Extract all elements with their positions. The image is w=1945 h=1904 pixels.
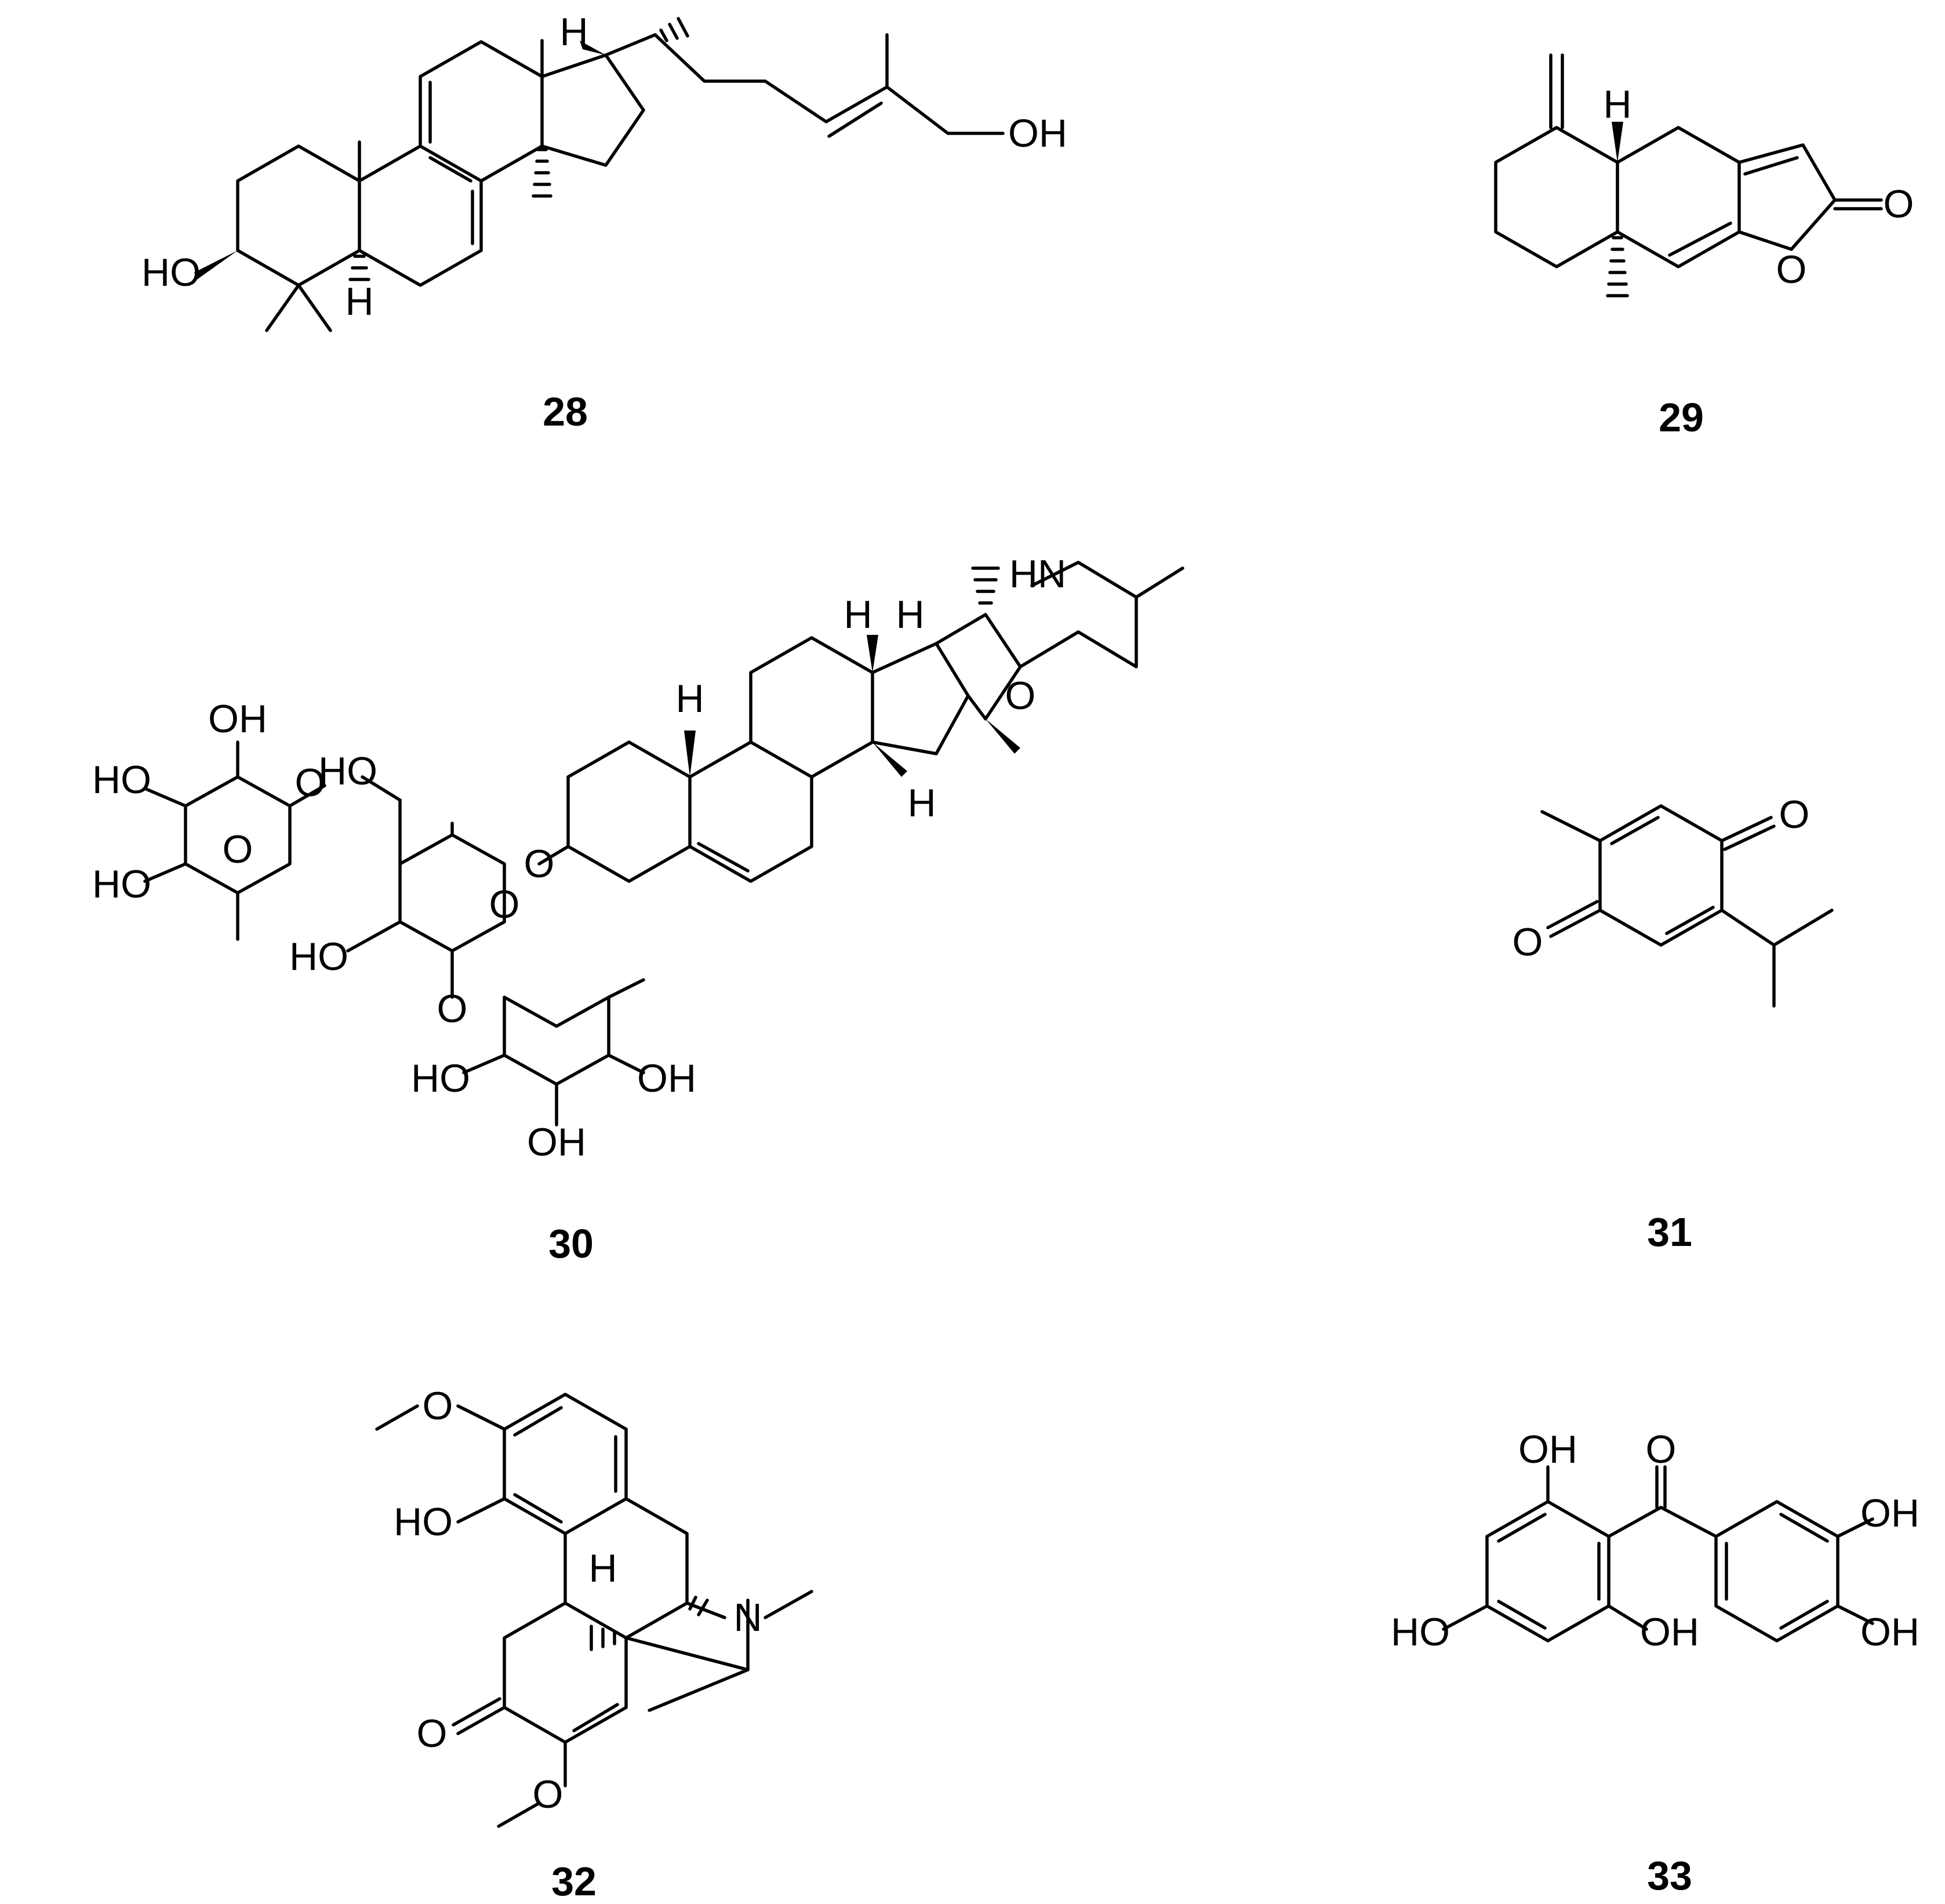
atom-label: OH: [1640, 1610, 1699, 1654]
atom-label: O: [533, 1772, 563, 1816]
atom-label: H: [345, 279, 373, 324]
atom-label: O: [1005, 674, 1036, 718]
compound-label: 33: [1647, 1853, 1692, 1898]
atom-label: OH: [1518, 1427, 1577, 1471]
atom-label: O: [1884, 182, 1914, 226]
atom-label: H: [559, 10, 588, 54]
atom-label: HO: [92, 862, 151, 906]
atom-label: OH: [527, 1120, 586, 1164]
atom-label: O: [295, 761, 326, 805]
atom-label: N: [733, 1596, 762, 1640]
atom-label: HO: [289, 935, 348, 979]
compound-31: O O 31: [1513, 793, 1834, 1255]
atom-label: OH: [208, 697, 267, 741]
compound-label: 32: [551, 1859, 597, 1904]
compound-label: 29: [1659, 395, 1704, 440]
atom-label: OH: [1860, 1491, 1919, 1535]
atom-label: OH: [637, 1056, 696, 1100]
compound-label: 31: [1647, 1209, 1692, 1255]
compound-28: H OH HO H 28: [141, 10, 1067, 434]
atom-label: O: [1779, 793, 1810, 837]
compound-33: OH O OH HO OH OH 33: [1391, 1427, 1919, 1898]
atom-label: HO: [411, 1056, 470, 1100]
atom-label: OH: [1008, 111, 1067, 155]
atom-label: O: [1776, 248, 1807, 292]
atom-label: O: [489, 882, 520, 926]
atom-label: O: [417, 1712, 448, 1756]
atom-label: H: [675, 677, 704, 721]
atom-label: O: [437, 987, 468, 1031]
atom-label: O: [423, 1384, 453, 1428]
atom-label: O: [223, 827, 253, 871]
compound-29: H O O 29: [1494, 53, 1914, 440]
compound-label: 28: [543, 389, 588, 434]
atom-label: H: [844, 593, 872, 637]
compound-30: HN H H O H H HO OH HO O O HO O HO O O HO…: [92, 552, 1184, 1266]
atom-label: HN: [1009, 552, 1066, 596]
compound-label: 30: [548, 1221, 594, 1266]
atom-label: HO: [394, 1500, 453, 1544]
atom-label: HO: [141, 250, 201, 295]
atom-label: H: [588, 1546, 617, 1590]
atom-label: O: [524, 842, 555, 886]
atom-label: HO: [1391, 1610, 1450, 1654]
atom-label: HO: [318, 749, 377, 793]
atom-label: H: [1603, 82, 1631, 126]
atom-label: H: [896, 593, 924, 637]
atom-label: O: [1646, 1427, 1677, 1471]
atom-label: O: [1513, 920, 1543, 964]
compound-32: O HO H N O O 32: [375, 1384, 813, 1904]
atom-label: H: [907, 781, 936, 825]
atom-label: OH: [1860, 1610, 1919, 1654]
atom-label: HO: [92, 758, 151, 802]
